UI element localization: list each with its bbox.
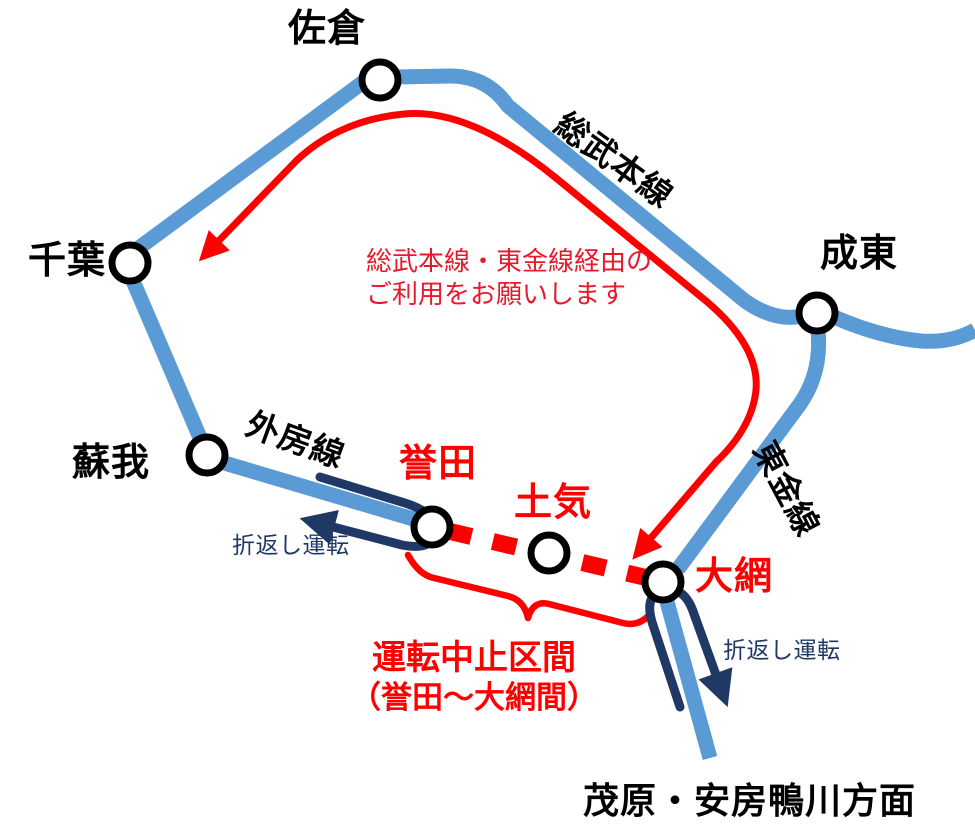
station-ring-toke[interactable] [527, 531, 571, 575]
alternate-route-red-arrows [198, 110, 760, 560]
suspended-section-brace [404, 551, 654, 628]
suspended-section-label: 運転中止区間 （誉田〜大網間） [350, 638, 598, 717]
station-label-sakura: 佐倉 [288, 8, 367, 50]
turnback-label-oami: 折返し運転 [723, 637, 841, 663]
alt-route-toward-chiba [198, 110, 560, 262]
alternate-route-notice-line2: ご利用をお願いします [366, 279, 627, 310]
suspended-section-subtitle: （誉田〜大網間） [350, 680, 598, 716]
rail-soga-honda [218, 454, 423, 529]
alt-route-toward-oami [632, 458, 720, 560]
station-label-honda: 誉田 [399, 443, 478, 485]
suspended-section-title: 運転中止区間 [372, 639, 576, 677]
station-label-oami: 大網 [695, 556, 774, 598]
turnback-label-honda: 折返し運転 [232, 532, 350, 558]
station-rings [108, 58, 839, 604]
rail-naruto-east [831, 310, 975, 349]
station-label-soga: 蘇我 [72, 442, 151, 484]
alt-route-sobu-segment [552, 174, 704, 300]
station-ring-oami[interactable] [641, 560, 685, 604]
station-label-toke: 土気 [514, 482, 593, 524]
blue-rail-lines [126, 68, 975, 760]
station-ring-honda[interactable] [410, 505, 454, 549]
bottom-direction-label: 茂原・安房鴨川方面 [583, 780, 917, 821]
rail-oami-south [658, 596, 718, 760]
station-ring-soga[interactable] [185, 433, 229, 477]
station-label-naruto: 成東 [820, 233, 899, 275]
alternate-route-notice: 総武本線・東金線経由の ご利用をお願いします [366, 245, 652, 312]
station-ring-sakura[interactable] [358, 58, 402, 102]
alt-route-naruto-curve [696, 292, 760, 466]
rail-sakura-naruto [395, 68, 804, 325]
rail-chiba-sakura [131, 73, 371, 257]
rail-chiba-soga [126, 278, 208, 443]
alternate-route-notice-line1: 総武本線・東金線経由の [366, 246, 653, 276]
station-ring-chiba[interactable] [108, 241, 152, 285]
station-label-chiba: 千葉 [28, 240, 107, 282]
rail-togane-line [671, 330, 827, 574]
station-ring-naruto[interactable] [795, 291, 839, 335]
